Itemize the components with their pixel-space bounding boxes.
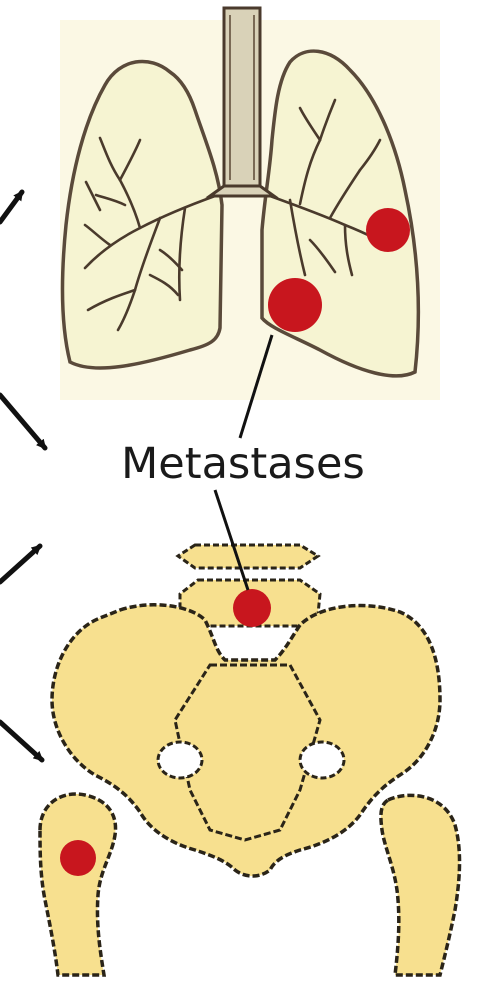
femur-right	[40, 794, 116, 975]
arrow-2	[0, 395, 45, 448]
obturator-foramen-right	[158, 742, 202, 778]
spine-metastasis	[233, 589, 271, 627]
lung-metastasis-upper	[366, 208, 410, 252]
metastases-label: Metastases	[121, 439, 365, 489]
femur-left	[381, 795, 460, 975]
obturator-foramen-left	[300, 742, 344, 778]
arrow-4	[0, 722, 42, 760]
arrow-1	[0, 192, 22, 222]
femur-metastasis	[60, 840, 96, 876]
lungs-illustration	[60, 8, 440, 400]
pointer-line-spine	[215, 490, 248, 590]
lung-metastasis-lower	[268, 278, 322, 332]
incoming-arrows	[0, 192, 45, 760]
pelvis-illustration	[40, 545, 460, 975]
arrow-3	[0, 546, 40, 582]
